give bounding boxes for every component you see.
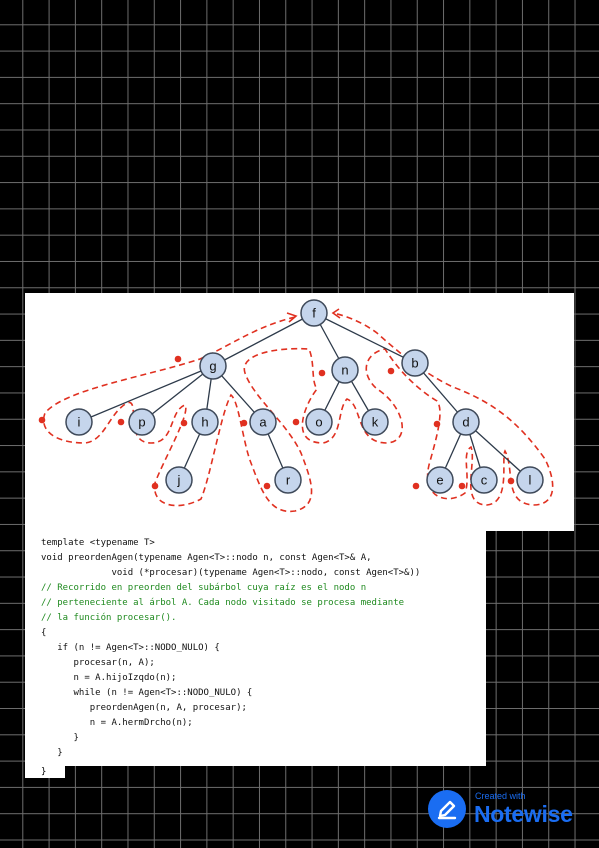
visit-dot [387,367,395,375]
tree-node [470,466,498,494]
tree-edge [313,312,416,364]
code-line: void preordenAgen(typename Agen<T>::nodo… [41,553,372,563]
tree-node-label: n [341,363,348,378]
notewise-watermark: Created with Notewise [428,788,588,830]
watermark-brand-text: Notewise [474,801,573,827]
visit-dot [117,418,125,426]
code-line: template <typename T> [41,538,155,548]
tree-node-label: j [177,473,181,488]
tree-node-label: g [209,359,216,374]
preorder-traversal-path [42,312,554,513]
code-line: // la función procesar(). [41,613,177,623]
code-line: // Recorrido en preorden del subárbol cu… [41,583,367,593]
tree-node [452,408,480,436]
tree-edge [465,421,531,481]
tree-node [331,356,359,384]
tree-node-label: a [259,415,267,430]
tree-node-label: k [372,415,379,430]
visit-dot [458,482,466,490]
tree-node [401,349,429,377]
tree-diagram: f g n b i p h a o k d j r e c l [38,299,554,513]
visit-dot [174,355,182,363]
visit-dot [318,369,326,377]
traversal-arrow-icon [331,308,341,319]
tree-node [65,408,93,436]
tree-node-label: r [286,473,291,488]
tree-diagram-panel: f g n b i p h a o k d j r e c l [25,293,574,531]
visit-dot [151,482,159,490]
code-line: while (n != Agen<T>::NODO_NULO) { [41,688,253,698]
tree-node-label: i [78,415,81,430]
code-line: n = A.hijoIzqdo(n); [41,673,177,683]
code-line: n = A.hermDrcho(n); [41,718,193,728]
code-closing-brace: } [25,766,65,778]
tree-node-label: b [411,356,418,371]
code-panel: template <typename T> void preordenAgen(t… [25,531,486,766]
code-line: if (n != Agen<T>::NODO_NULO) { [41,643,220,653]
code-line: void (*procesar)(typename Agen<T>::nodo,… [41,568,421,578]
tree-node [361,408,389,436]
tree-node-label: p [138,415,145,430]
code-line: preordenAgen(n, A, procesar); [41,703,247,713]
code-listing: template <typename T> void preordenAgen(t… [41,536,486,761]
visit-dot [38,416,46,424]
visit-dot [292,418,300,426]
tree-node-label: o [315,415,322,430]
notewise-logo-icon [428,790,466,828]
tree-node-label: c [481,473,488,488]
code-line: // perteneciente al árbol A. Cada nodo v… [41,598,405,608]
tree-node-label: d [462,415,469,430]
tree-node-label: f [312,306,316,321]
visit-dot [507,477,515,485]
tree-node [191,408,219,436]
tree-node [128,408,156,436]
visit-dot [433,420,441,428]
tree-node [249,408,277,436]
visit-dot [263,482,271,490]
watermark-small-text: Created with [475,791,526,801]
traversal-arrow-icon [286,312,298,323]
code-line: } [41,733,79,743]
tree-node [516,466,544,494]
tree-edge [212,312,315,367]
tree-node [426,466,454,494]
tree-node [274,466,302,494]
visit-dot [180,419,188,427]
code-line: { [41,628,47,638]
tree-edge [78,365,214,423]
tree-edge [141,365,214,423]
code-line: } [41,748,63,758]
tree-node [300,299,328,327]
tree-node-label: e [436,473,443,488]
tree-node-label: h [201,415,208,430]
tree-node-label: l [529,473,532,488]
visit-dot [412,482,420,490]
tree-node [199,352,227,380]
tree-node [165,466,193,494]
code-line: procesar(n, A); [41,658,155,668]
visit-dot [240,419,248,427]
tree-node [305,408,333,436]
